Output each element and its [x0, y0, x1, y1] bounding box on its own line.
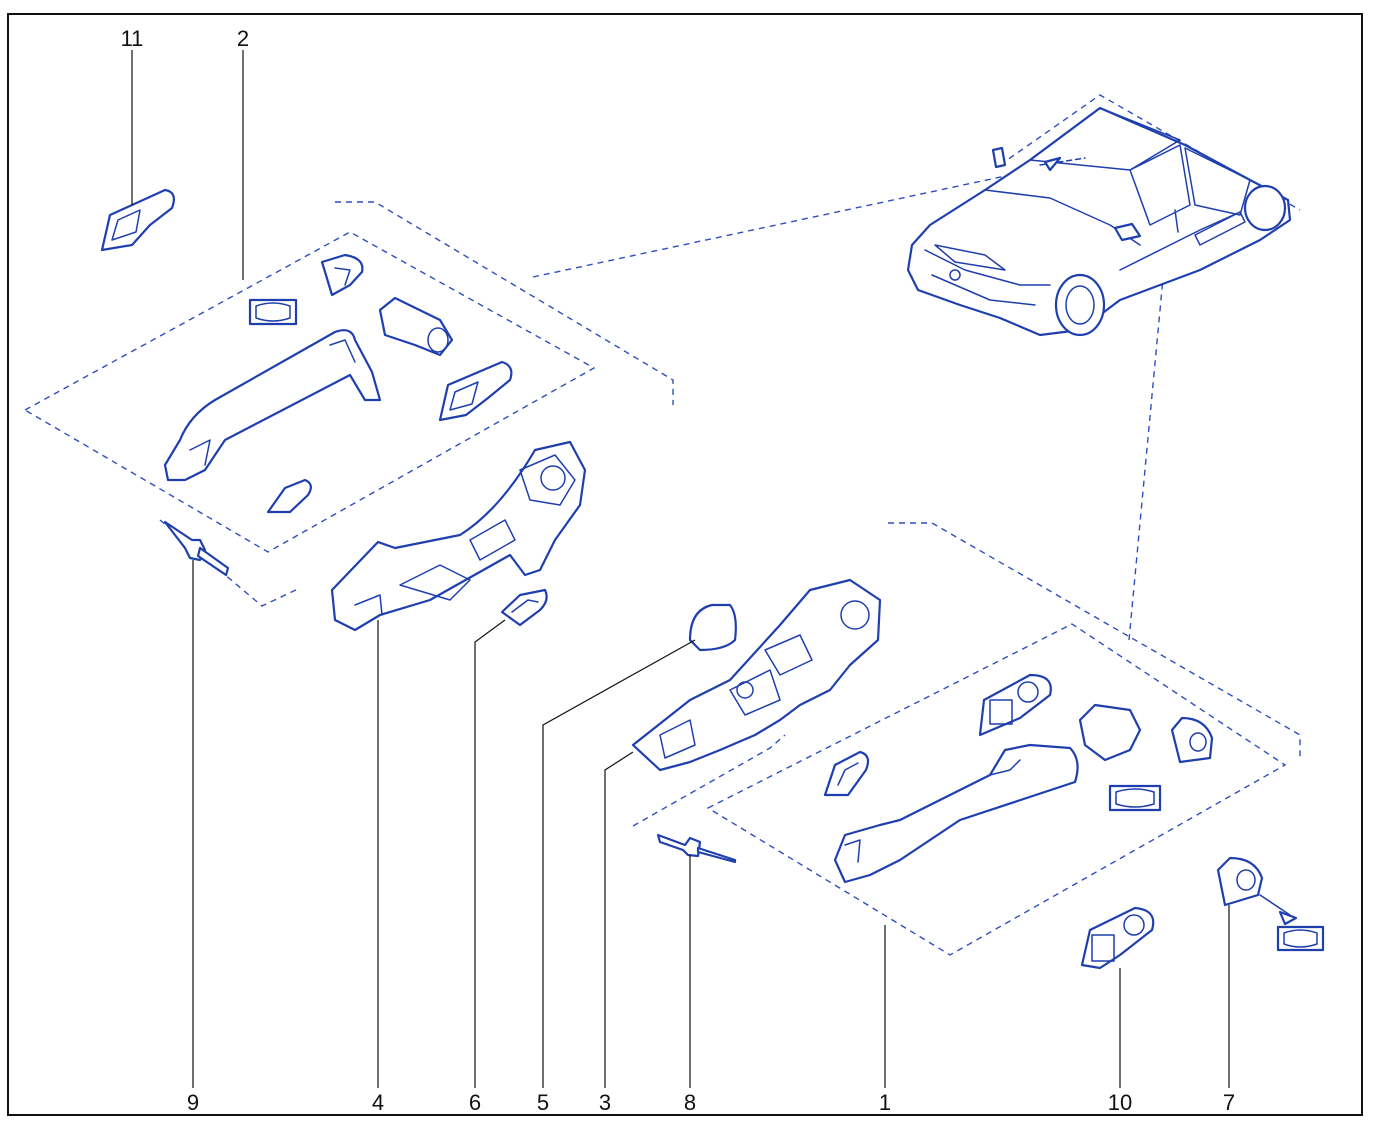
guide-to-car-front [1128, 224, 1169, 641]
leader-5 [542, 639, 696, 1088]
part-10-gasket [1080, 906, 1155, 970]
guide-to-car-rear [532, 174, 1011, 278]
part-11-gasket [100, 188, 175, 252]
front-kit-bracket-top [888, 522, 1301, 760]
callout-10: 10 [1108, 1090, 1132, 1115]
callout-7: 7 [1223, 1090, 1235, 1115]
rear-kit-bracket-top [335, 201, 674, 405]
callout-1: 1 [879, 1090, 891, 1115]
callout-5: 5 [537, 1090, 549, 1115]
rear-handle-kit-parts [163, 253, 513, 514]
leader-6 [474, 619, 506, 1088]
callout-9: 9 [187, 1090, 199, 1115]
leader-3 [604, 751, 634, 1088]
rear-handle-kit-outline [23, 231, 596, 553]
leader-lines [131, 50, 1230, 1088]
front-kit-bracket-left [632, 734, 786, 827]
part-4-rear-handle-bracket [330, 440, 587, 632]
part-6-seal [500, 588, 548, 627]
callout-11: 11 [121, 26, 144, 51]
dashed-guides [23, 94, 1301, 956]
car-illustration [906, 106, 1292, 337]
diagram-border [7, 13, 1363, 1116]
part-7-end-cap [1216, 856, 1325, 952]
callout-2: 2 [237, 26, 249, 51]
part-9-rivet [163, 520, 230, 577]
callout-4: 4 [372, 1090, 384, 1115]
callout-3: 3 [599, 1090, 611, 1115]
part-5-cover [688, 603, 737, 652]
callout-labels: 11 2 9 4 6 5 3 8 1 10 7 [121, 26, 1236, 1115]
front-handle-kit-outline [706, 623, 1287, 956]
front-handle-kit-parts [823, 673, 1214, 884]
callout-6: 6 [469, 1090, 481, 1115]
part-8-rivet [656, 833, 737, 864]
callout-8: 8 [684, 1090, 696, 1115]
part-3-front-handle-bracket [631, 578, 882, 772]
